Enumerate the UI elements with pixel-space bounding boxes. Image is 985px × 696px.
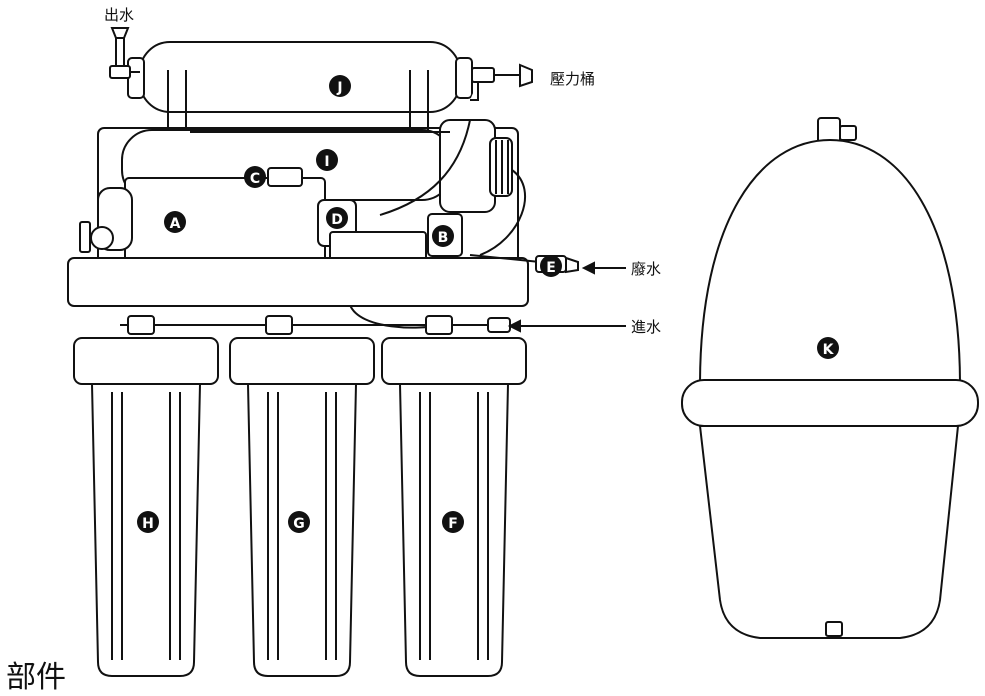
waste-water-label: 廢水 <box>631 260 661 278</box>
badge-I-text: I <box>324 154 329 170</box>
badge-E-text: E <box>546 260 556 276</box>
high-pressure-switch-C <box>267 167 303 187</box>
booster-pump-A <box>79 177 326 265</box>
badge-J-text: J <box>336 80 342 96</box>
pressure-storage-tank-K <box>681 117 979 639</box>
badge-H: H <box>137 511 159 533</box>
arrows <box>507 261 626 333</box>
tank-connector <box>470 63 533 101</box>
badge-F: F <box>442 511 464 533</box>
badge-J: J <box>329 75 351 97</box>
caption-title: 部件 <box>6 660 66 695</box>
inlet-manifold <box>120 315 511 335</box>
badge-B-text: B <box>438 230 449 246</box>
badge-C: C <box>244 166 266 188</box>
badge-K: K <box>817 337 839 359</box>
filter-housing-G <box>229 337 375 677</box>
inlet-label: 進水 <box>631 318 661 336</box>
badge-B: B <box>432 225 454 247</box>
badge-E: E <box>540 255 562 277</box>
badge-I: I <box>316 149 338 171</box>
badge-H-text: H <box>142 516 154 532</box>
outlet-label: 出水 <box>104 6 134 24</box>
badge-G-text: G <box>293 516 305 532</box>
badge-D: D <box>326 207 348 229</box>
outlet-faucet <box>109 27 140 79</box>
pressure-tank-label: 壓力桶 <box>550 70 595 88</box>
badge-A-text: A <box>170 216 181 232</box>
badge-G: G <box>288 511 310 533</box>
badge-F-text: F <box>448 516 458 532</box>
badges: A B C D E F G H I J K <box>137 75 839 533</box>
badge-D-text: D <box>331 212 343 228</box>
badge-K-text: K <box>823 342 835 358</box>
filter-housing-H <box>73 337 219 677</box>
filter-housing-F <box>381 337 527 677</box>
base-tray <box>67 257 529 307</box>
badge-C-text: C <box>250 171 260 187</box>
solenoid-valve-B <box>329 213 463 263</box>
badge-A: A <box>164 211 186 233</box>
